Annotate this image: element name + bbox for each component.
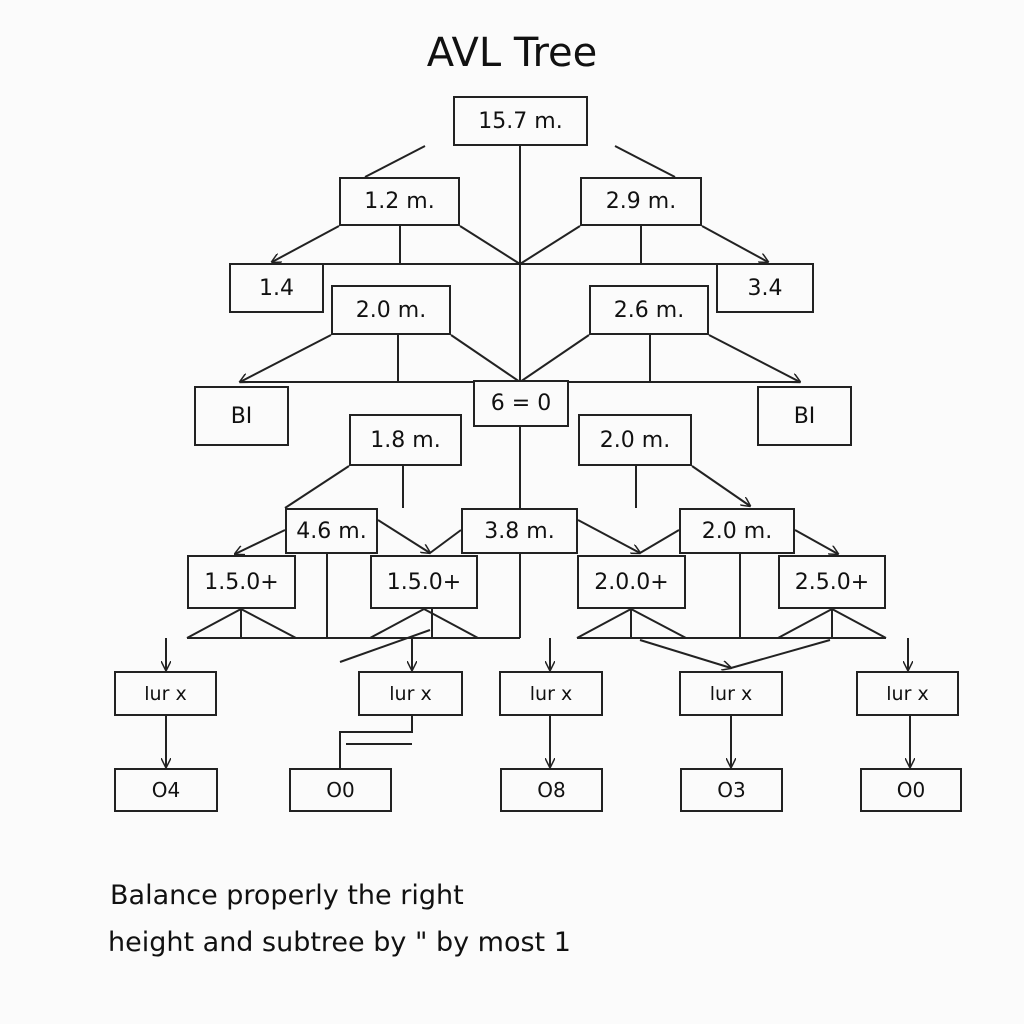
node-l5-d: 2.5.0+ bbox=[778, 555, 886, 609]
node-l6-e: lur x bbox=[856, 671, 959, 716]
node-l6-b: lur x bbox=[358, 671, 463, 716]
node-l3-left: 1.8 m. bbox=[349, 414, 462, 466]
node-l7-c: O8 bbox=[500, 768, 603, 812]
node-l6-c: lur x bbox=[499, 671, 603, 716]
caption-line-2: height and subtree by " by most 1 bbox=[108, 927, 571, 958]
node-l1-right: 2.9 m. bbox=[580, 177, 702, 226]
node-l1-left: 1.2 m. bbox=[339, 177, 460, 226]
node-l7-e: O0 bbox=[860, 768, 962, 812]
node-l3-center: 6 = 0 bbox=[473, 380, 569, 427]
node-l4-a: 4.6 m. bbox=[285, 508, 378, 554]
node-l5-b: 1.5.0+ bbox=[370, 555, 478, 609]
node-l3-right: 2.0 m. bbox=[578, 414, 692, 466]
node-l7-a: O4 bbox=[114, 768, 218, 812]
node-l4-c: 2.0 m. bbox=[679, 508, 795, 554]
diagram-title: AVL Tree bbox=[426, 30, 598, 76]
node-l7-d: O3 bbox=[680, 768, 783, 812]
node-root: 15.7 m. bbox=[453, 96, 588, 146]
caption-line-1: Balance properly the right bbox=[110, 880, 464, 911]
node-l5-c: 2.0.0+ bbox=[577, 555, 686, 609]
node-l2-far-right: 3.4 bbox=[716, 263, 814, 313]
node-l5-a: 1.5.0+ bbox=[187, 555, 296, 609]
node-l2-far-left: 1.4 bbox=[229, 263, 324, 313]
node-l3-right-leaf: BI bbox=[757, 386, 852, 446]
node-l7-b: O0 bbox=[289, 768, 392, 812]
node-l6-d: lur x bbox=[679, 671, 783, 716]
node-l2-left: 2.0 m. bbox=[331, 285, 451, 335]
node-l3-left-leaf: BI bbox=[194, 386, 289, 446]
node-l2-right: 2.6 m. bbox=[589, 285, 709, 335]
node-l4-b: 3.8 m. bbox=[461, 508, 578, 554]
node-l6-a: lur x bbox=[114, 671, 217, 716]
